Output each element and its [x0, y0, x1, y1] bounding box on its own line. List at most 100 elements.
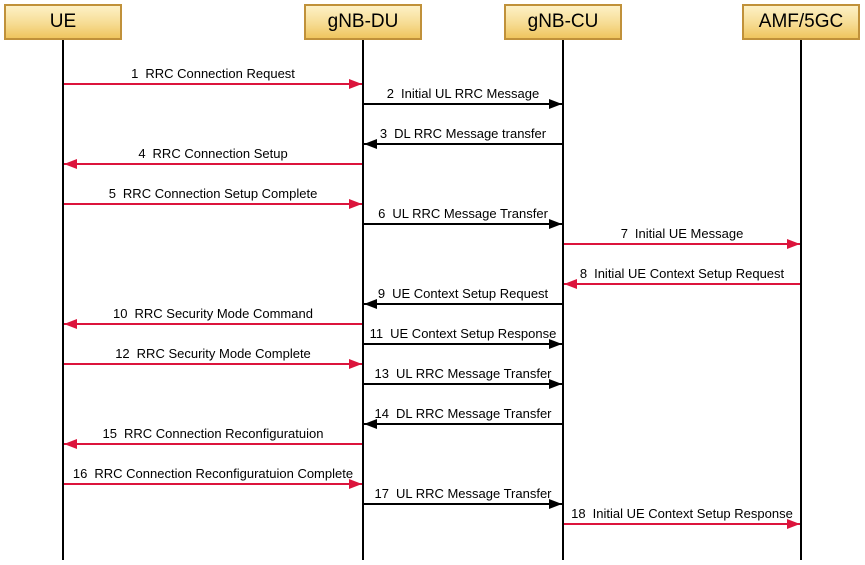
actor-box-amf: AMF/5GC [742, 4, 860, 40]
message-label-3: 3 DL RRC Message transfer [380, 126, 546, 141]
message-text: Initial UE Message [634, 226, 744, 241]
message-text: UE Context Setup Request [392, 286, 549, 301]
lifeline-amf [800, 40, 802, 560]
message-label-4: 4 RRC Connection Setup [138, 146, 287, 161]
message-text: Initial UE Context Setup Response [592, 506, 793, 521]
message-text: DL RRC Message Transfer [395, 406, 552, 421]
message-label-1: 1 RRC Connection Request [131, 66, 295, 81]
arrowhead-icon [64, 439, 77, 449]
actor-label-gnb-du: gNB-DU [327, 11, 399, 32]
actor-box-ue: UE [4, 4, 122, 40]
message-text: RRC Connection Setup [152, 146, 288, 161]
message-label-14: 14 DL RRC Message Transfer [374, 406, 551, 421]
message-text: UL RRC Message Transfer [395, 486, 552, 501]
message-label-2: 2 Initial UL RRC Message [387, 86, 539, 101]
message-number: 4 [138, 146, 146, 161]
message-text: UE Context Setup Response [390, 326, 557, 341]
message-line-17 [364, 503, 562, 505]
message-line-3 [364, 143, 562, 145]
arrowhead-icon [549, 379, 562, 389]
message-text: RRC Security Mode Command [134, 306, 313, 321]
message-number: 8 [579, 266, 588, 281]
message-line-4 [64, 163, 362, 165]
message-label-10: 10 RRC Security Mode Command [113, 306, 313, 321]
message-label-11: 11 UE Context Setup Response [370, 326, 557, 341]
message-label-9: 9 UE Context Setup Request [378, 286, 548, 301]
message-number: 2 [386, 86, 394, 101]
message-text: RRC Connection Setup Complete [122, 186, 318, 201]
message-line-11 [364, 343, 562, 345]
arrowhead-icon [64, 159, 77, 169]
message-text: UL RRC Message Transfer [395, 366, 552, 381]
arrowhead-icon [364, 299, 377, 309]
message-number: 16 [72, 466, 88, 481]
message-number: 5 [108, 186, 116, 201]
actor-box-gnb-du: gNB-DU [304, 4, 422, 40]
arrowhead-icon [549, 99, 562, 109]
message-number: 9 [377, 286, 386, 301]
message-text: Initial UE Context Setup Request [594, 266, 785, 281]
lifeline-ue [62, 40, 64, 560]
message-line-2 [364, 103, 562, 105]
message-label-13: 13 UL RRC Message Transfer [374, 366, 551, 381]
lifeline-gnb-cu [562, 40, 564, 560]
arrowhead-icon [364, 139, 377, 149]
message-line-18 [564, 523, 800, 525]
message-number: 11 [369, 326, 384, 341]
message-line-13 [364, 383, 562, 385]
arrowhead-icon [787, 239, 800, 249]
message-text: UL RRC Message Transfer [392, 206, 548, 221]
message-number: 14 [374, 406, 389, 421]
lifeline-gnb-du [362, 40, 364, 560]
message-text: RRC Connection Reconfiguratuion Complete [94, 466, 354, 481]
arrowhead-icon [349, 359, 362, 369]
arrowhead-icon [549, 219, 562, 229]
message-number: 7 [620, 226, 628, 241]
arrowhead-icon [349, 79, 362, 89]
message-label-17: 17 UL RRC Message Transfer [374, 486, 551, 501]
message-label-5: 5 RRC Connection Setup Complete [109, 186, 318, 201]
actor-label-gnb-cu: gNB-CU [527, 11, 599, 32]
message-number: 6 [378, 206, 386, 221]
message-text: RRC Connection Reconfiguratuion [124, 426, 324, 441]
message-label-8: 8 Initial UE Context Setup Request [580, 266, 784, 281]
message-number: 18 [571, 506, 586, 521]
message-line-12 [64, 363, 362, 365]
actor-label-amf: AMF/5GC [758, 11, 844, 32]
message-line-8 [564, 283, 800, 285]
message-number: 13 [374, 366, 389, 381]
message-number: 12 [115, 346, 130, 361]
arrowhead-icon [564, 279, 577, 289]
actor-box-gnb-cu: gNB-CU [504, 4, 622, 40]
message-line-14 [364, 423, 562, 425]
arrowhead-icon [787, 519, 800, 529]
message-label-6: 6 UL RRC Message Transfer [378, 206, 548, 221]
arrowhead-icon [364, 419, 377, 429]
message-number: 1 [131, 66, 139, 81]
arrowhead-icon [549, 339, 562, 349]
actor-label-ue: UE [49, 11, 77, 32]
message-line-1 [64, 83, 362, 85]
message-number: 10 [113, 306, 128, 321]
message-line-6 [364, 223, 562, 225]
message-label-7: 7 Initial UE Message [621, 226, 744, 241]
message-line-5 [64, 203, 362, 205]
message-text: RRC Connection Request [145, 66, 295, 81]
message-line-15 [64, 443, 362, 445]
message-line-16 [64, 483, 362, 485]
arrowhead-icon [64, 319, 77, 329]
message-label-16: 16 RRC Connection Reconfiguratuion Comple… [73, 466, 353, 481]
message-number: 15 [102, 426, 118, 441]
message-number: 17 [374, 486, 389, 501]
message-label-18: 18 Initial UE Context Setup Response [571, 506, 793, 521]
message-line-10 [64, 323, 362, 325]
message-text: Initial UL RRC Message [401, 86, 540, 101]
arrowhead-icon [549, 499, 562, 509]
message-line-9 [364, 303, 562, 305]
arrowhead-icon [349, 199, 362, 209]
message-line-7 [564, 243, 800, 245]
message-number: 3 [379, 126, 388, 141]
message-text: DL RRC Message transfer [394, 126, 547, 141]
